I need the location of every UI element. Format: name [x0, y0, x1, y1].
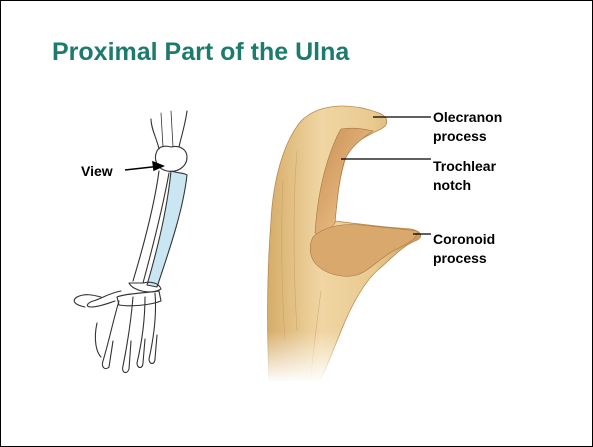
ulna-bone-image	[263, 106, 421, 383]
label-coronoid-process: Coronoid process	[433, 230, 495, 268]
label-trochlear-notch: Trochlear notch	[433, 157, 496, 195]
label-view: View	[81, 162, 113, 181]
label-trochlear-line2: notch	[433, 176, 496, 195]
label-olecranon-line1: Olecranon	[433, 108, 502, 127]
label-olecranon-line2: process	[433, 127, 502, 146]
label-trochlear-line1: Trochlear	[433, 157, 496, 176]
view-arrow	[125, 162, 163, 170]
label-coronoid-line1: Coronoid	[433, 230, 495, 249]
label-coronoid-line2: process	[433, 249, 495, 268]
label-olecranon-process: Olecranon process	[433, 108, 502, 146]
arm-diagram	[74, 111, 187, 373]
